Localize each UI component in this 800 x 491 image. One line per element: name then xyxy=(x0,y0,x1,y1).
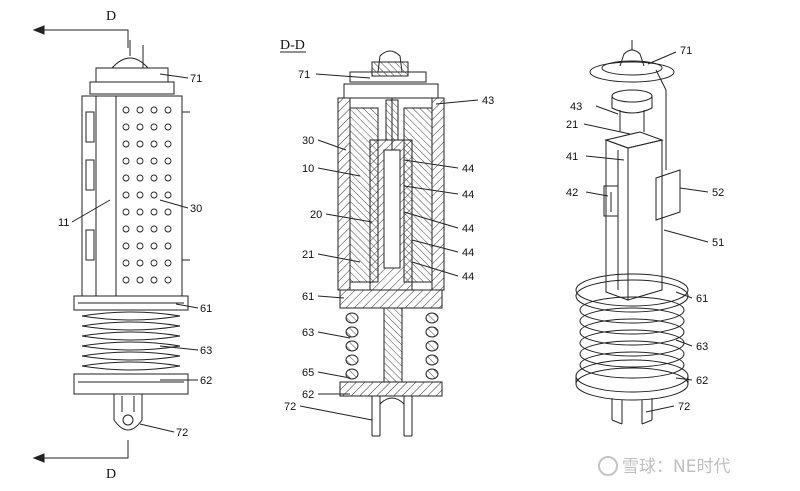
mounting-eye xyxy=(113,394,143,431)
mid-label-44c: 44 xyxy=(462,223,474,235)
right-label-71: 71 xyxy=(680,45,692,57)
upper-seat-section xyxy=(339,289,443,309)
top-mount-section xyxy=(343,50,439,99)
cell-grid xyxy=(122,106,172,284)
left-label-63: 63 xyxy=(200,345,212,357)
right-label-41: 41 xyxy=(566,151,578,163)
inner-tube-section xyxy=(369,98,413,291)
mid-label-10: 10 xyxy=(302,163,314,175)
lower-seat-section xyxy=(339,381,443,397)
spring-assembly-iso xyxy=(575,273,689,425)
mid-label-44b: 44 xyxy=(462,189,474,201)
section-marker-top: D xyxy=(106,9,116,24)
watermark-logo-icon xyxy=(598,456,618,476)
section-line-bottom xyxy=(32,440,129,463)
housing-iso xyxy=(603,131,664,301)
coil-spring xyxy=(81,311,181,371)
mid-label-63: 63 xyxy=(302,327,314,339)
left-label-72: 72 xyxy=(176,427,188,439)
section-title: D-D xyxy=(280,38,305,53)
mid-label-44d: 44 xyxy=(462,247,474,259)
right-label-43: 43 xyxy=(570,101,582,113)
right-label-51: 51 xyxy=(712,237,724,249)
left-label-11: 11 xyxy=(58,217,69,229)
piston-rod-section xyxy=(383,307,403,383)
left-label-71: 71 xyxy=(190,73,202,85)
spring-coil-sections xyxy=(345,312,439,380)
watermark-text: 雪球：NE时代 xyxy=(622,457,730,477)
section-marker-bottom: D xyxy=(106,467,116,482)
left-label-62: 62 xyxy=(200,375,212,387)
cell-module xyxy=(81,95,190,297)
top-mount-iso xyxy=(589,40,675,170)
mid-label-72: 72 xyxy=(284,401,296,413)
right-label-52: 52 xyxy=(712,187,724,199)
clevis-section xyxy=(371,396,413,437)
mid-label-43: 43 xyxy=(482,95,494,107)
right-label-42: 42 xyxy=(566,187,578,199)
mid-label-62: 62 xyxy=(302,389,314,401)
left-label-61: 61 xyxy=(200,303,212,315)
mid-label-65: 65 xyxy=(302,367,314,379)
right-label-62: 62 xyxy=(696,375,708,387)
right-label-72: 72 xyxy=(678,401,690,413)
upper-spring-seat xyxy=(73,295,189,311)
top-mount xyxy=(89,40,175,95)
middle-view xyxy=(280,50,479,437)
mid-label-20: 20 xyxy=(310,209,322,221)
mid-label-21: 21 xyxy=(302,249,314,261)
section-line-top xyxy=(32,25,129,48)
left-view xyxy=(32,25,199,463)
mid-label-61: 61 xyxy=(302,291,314,303)
right-view xyxy=(575,40,709,425)
right-label-63: 63 xyxy=(696,341,708,353)
watermark: 雪球：NE时代 xyxy=(598,456,730,477)
right-label-61: 61 xyxy=(696,293,708,305)
mid-label-71: 71 xyxy=(298,69,310,81)
right-label-21: 21 xyxy=(566,119,578,131)
mid-label-44a: 44 xyxy=(462,163,474,175)
mid-label-44e: 44 xyxy=(462,271,474,283)
left-label-30: 30 xyxy=(190,203,202,215)
lower-spring-seat xyxy=(73,373,189,395)
mid-label-30: 30 xyxy=(302,135,314,147)
sensor-iso xyxy=(655,169,681,221)
